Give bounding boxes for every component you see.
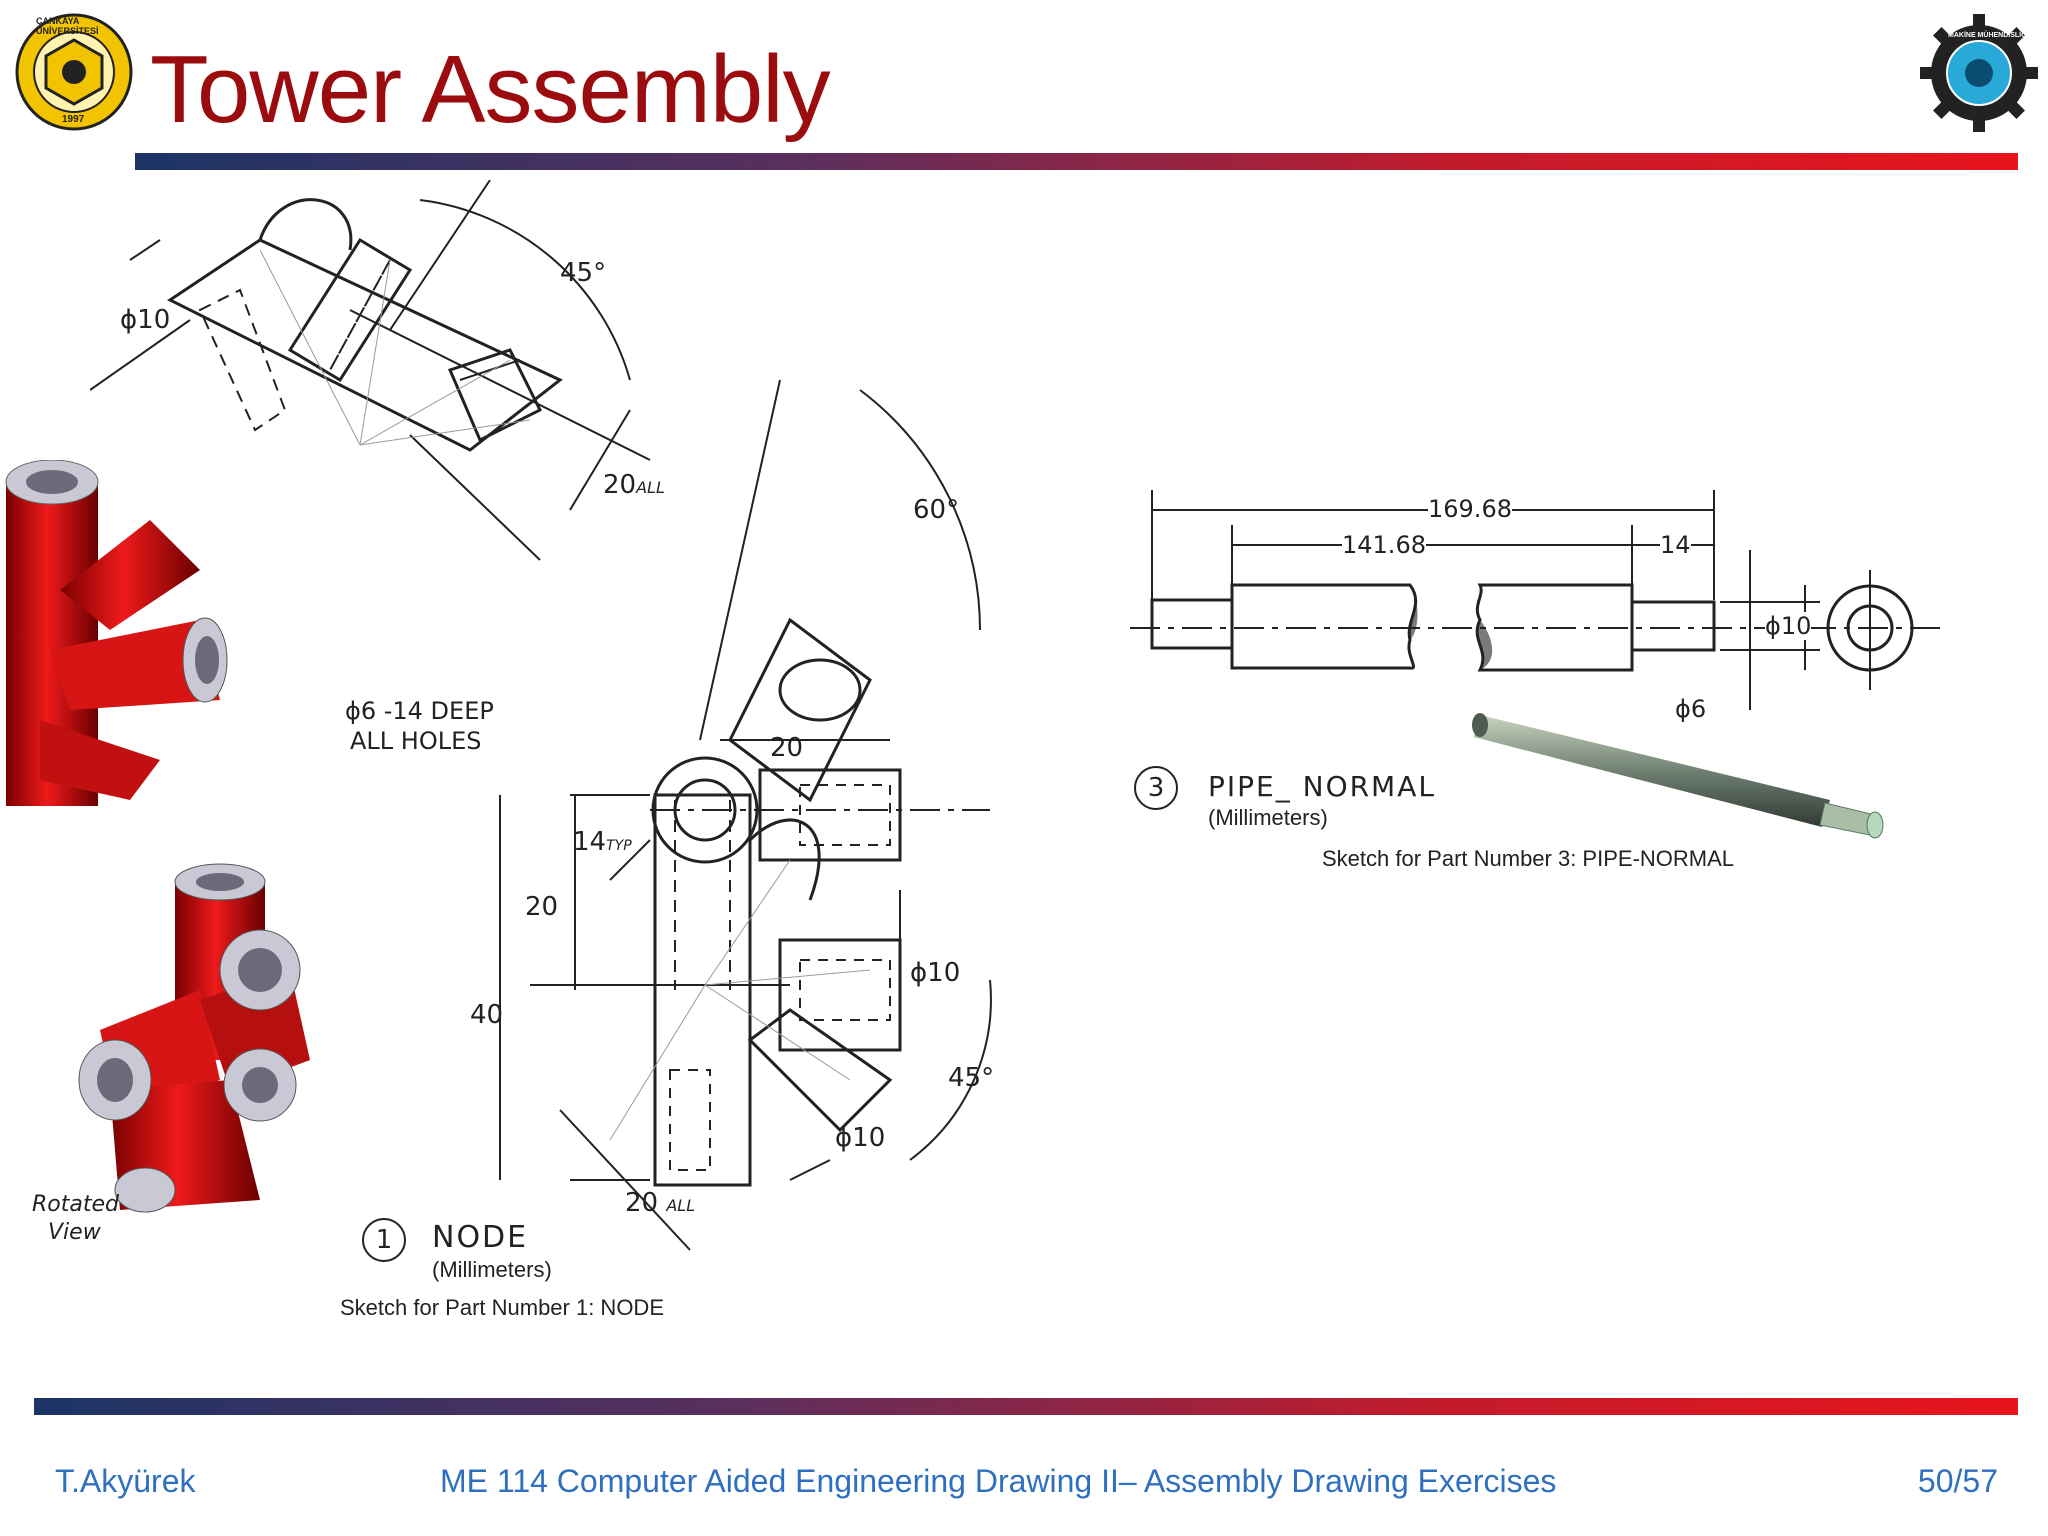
node-units: (Millimeters) [432, 1257, 552, 1282]
node-caption: Sketch for Part Number 1: NODE [340, 1295, 664, 1320]
node-dim-14-sub: TYP [606, 838, 632, 854]
pipe-part-number-circle: 3 [1134, 766, 1178, 810]
pipe-part-number: 3 [1147, 773, 1165, 803]
footer-page-number: 50/57 [1917, 1463, 1998, 1499]
node-part-number: 1 [375, 1225, 393, 1255]
node-dim-20-left: 20 [525, 892, 559, 922]
logo-text: ÇANKAYA ÜNİVERSİTESİ [36, 16, 99, 36]
node-3d-render [5, 460, 228, 806]
footer-author: T.Akyürek [55, 1463, 196, 1499]
node-dim-14-typ: 14TYP [573, 827, 632, 857]
department-logo-text: MAKİNE MÜHENDİSLİĞİ [1948, 32, 2029, 39]
node-dim-20b-sub: ALL [666, 1196, 696, 1215]
node-part-name: NODE [432, 1220, 529, 1255]
pipe-dim-total: 169.68 [1428, 495, 1512, 523]
pipe-dim-body: 141.68 [1342, 531, 1426, 559]
node-dim-45-top: 45° [560, 258, 607, 288]
node-dim-phi10-right: ϕ10 [910, 958, 961, 988]
rotated-view-label-1: Rotated [32, 1192, 119, 1217]
node-sketch [90, 180, 992, 1251]
node-hole-note-2: ALL HOLES [350, 727, 482, 755]
pipe-units: (Millimeters) [1208, 805, 1328, 830]
pipe-3d-render [1472, 713, 1884, 839]
rotated-view-label-2: View [48, 1220, 101, 1245]
slide-title: Tower Assembly [150, 36, 831, 143]
node-dim-phi10-lower: ϕ10 [835, 1123, 886, 1153]
node-dim-20b-value: 20 [625, 1188, 659, 1218]
node-dim-20-all-top: 20ALL [603, 470, 665, 500]
node-dim-20-sub: ALL [636, 478, 665, 497]
pipe-dim-phi6: ϕ6 [1675, 695, 1707, 723]
pipe-caption: Sketch for Part Number 3: PIPE-NORMAL [1322, 846, 1735, 871]
node-3d-render-rotated [78, 863, 310, 1213]
node-dim-20-all-bottom: 20 ALL [625, 1188, 695, 1218]
pipe-dim-end: 14 [1660, 531, 1691, 559]
node-dim-14-value: 14 [573, 827, 607, 857]
node-dim-20-value: 20 [603, 470, 637, 500]
pipe-part-name: PIPE_ NORMAL [1208, 770, 1436, 803]
department-logo: MAKİNE MÜHENDİSLİĞİ [1918, 12, 2040, 134]
node-dim-60: 60° [913, 495, 960, 525]
node-dim-40: 40 [470, 1000, 504, 1030]
logo-year: 1997 [62, 114, 85, 125]
footer-course-title: ME 114 Computer Aided Engineering Drawin… [440, 1463, 1557, 1499]
node-part-number-circle: 1 [362, 1218, 406, 1262]
footer-divider [34, 1398, 2018, 1415]
node-dim-45-bottom: 45° [948, 1063, 995, 1093]
header-divider [135, 153, 2018, 170]
university-logo: ÇANKAYA ÜNİVERSİTESİ 1997 [14, 12, 134, 132]
node-hole-note-1: ϕ6 -14 DEEP [345, 697, 494, 725]
node-dim-phi10-top: ϕ10 [120, 305, 171, 335]
pipe-dim-phi10: ϕ10 [1765, 612, 1812, 640]
pipe-sketch [1130, 490, 1940, 710]
node-dim-20-width: 20 [770, 733, 804, 763]
